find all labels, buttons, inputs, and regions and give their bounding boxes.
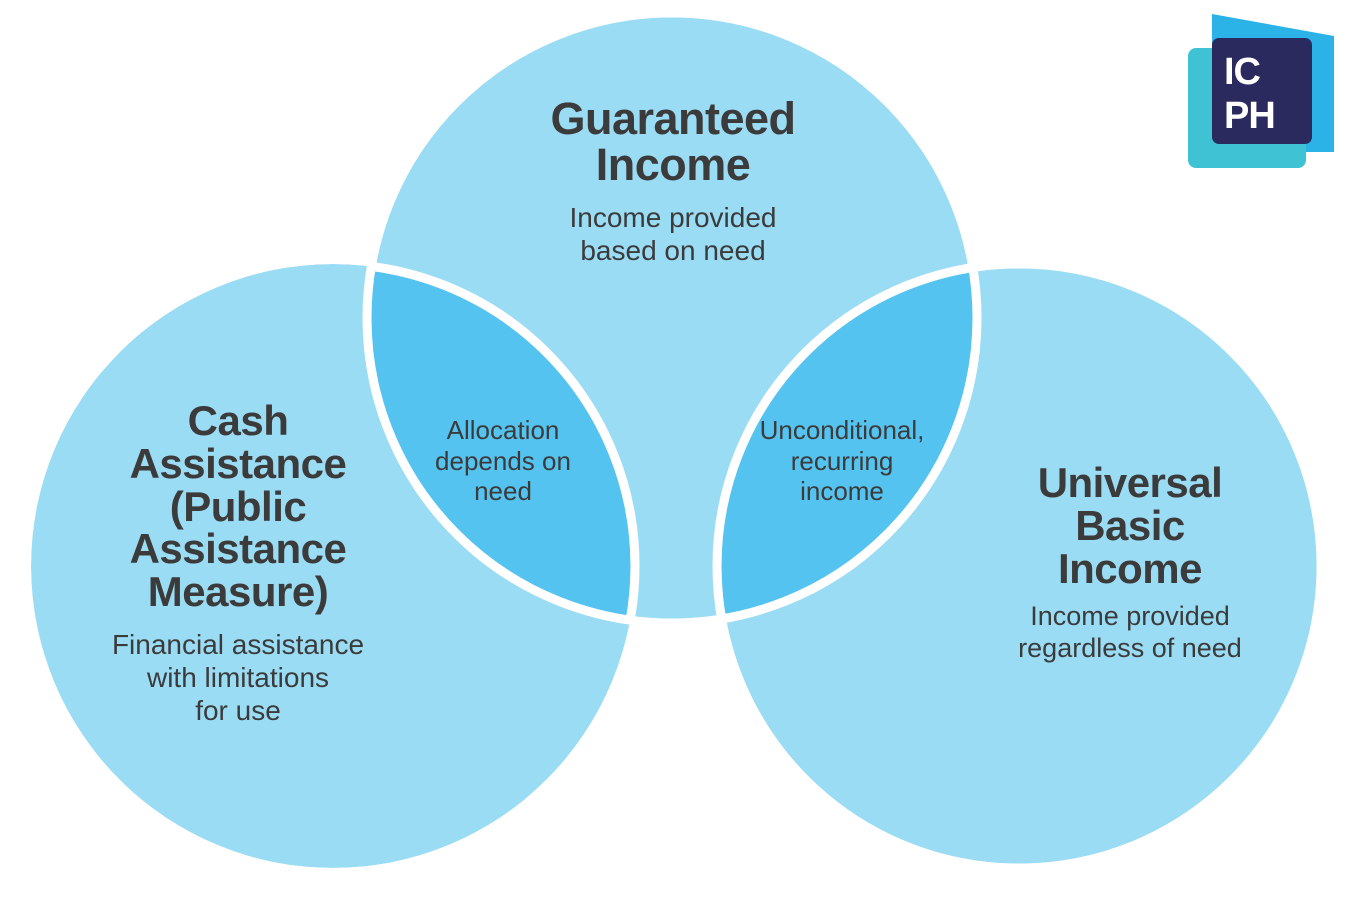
label-overlap-left: Allocation depends on need: [400, 415, 606, 507]
label-cash-assistance: Cash Assistance (Public Assistance Measu…: [48, 397, 428, 727]
subtext-cash-assistance: Financial assistance with limitations fo…: [111, 629, 365, 727]
icph-logo: IC PH: [1180, 8, 1340, 190]
subtext-guaranteed-income: Income provided based on need: [569, 201, 777, 266]
logo-text-line1: IC: [1224, 51, 1261, 93]
logo-navy-square: [1212, 38, 1312, 144]
heading-guaranteed-income: Guaranteed Income: [550, 93, 796, 190]
label-guaranteed-income: Guaranteed Income Income provided based …: [438, 96, 908, 267]
heading-cash-assistance: Cash Assistance (Public Assistance Measu…: [129, 397, 347, 616]
icph-logo-mark: IC PH: [1188, 14, 1334, 168]
subtext-universal-basic-income: Income provided regardless of need: [1018, 601, 1242, 664]
outer-edge-cleanup: [31, 17, 1317, 868]
subtext-overlap-right: Unconditional, recurring income: [759, 415, 925, 507]
heading-universal-basic-income: Universal Basic Income: [1037, 459, 1223, 592]
label-universal-basic-income: Universal Basic Income Income provided r…: [935, 459, 1325, 665]
subtext-overlap-left: Allocation depends on need: [435, 415, 571, 507]
label-overlap-right: Unconditional, recurring income: [730, 415, 954, 507]
logo-text-line2: PH: [1224, 95, 1275, 137]
